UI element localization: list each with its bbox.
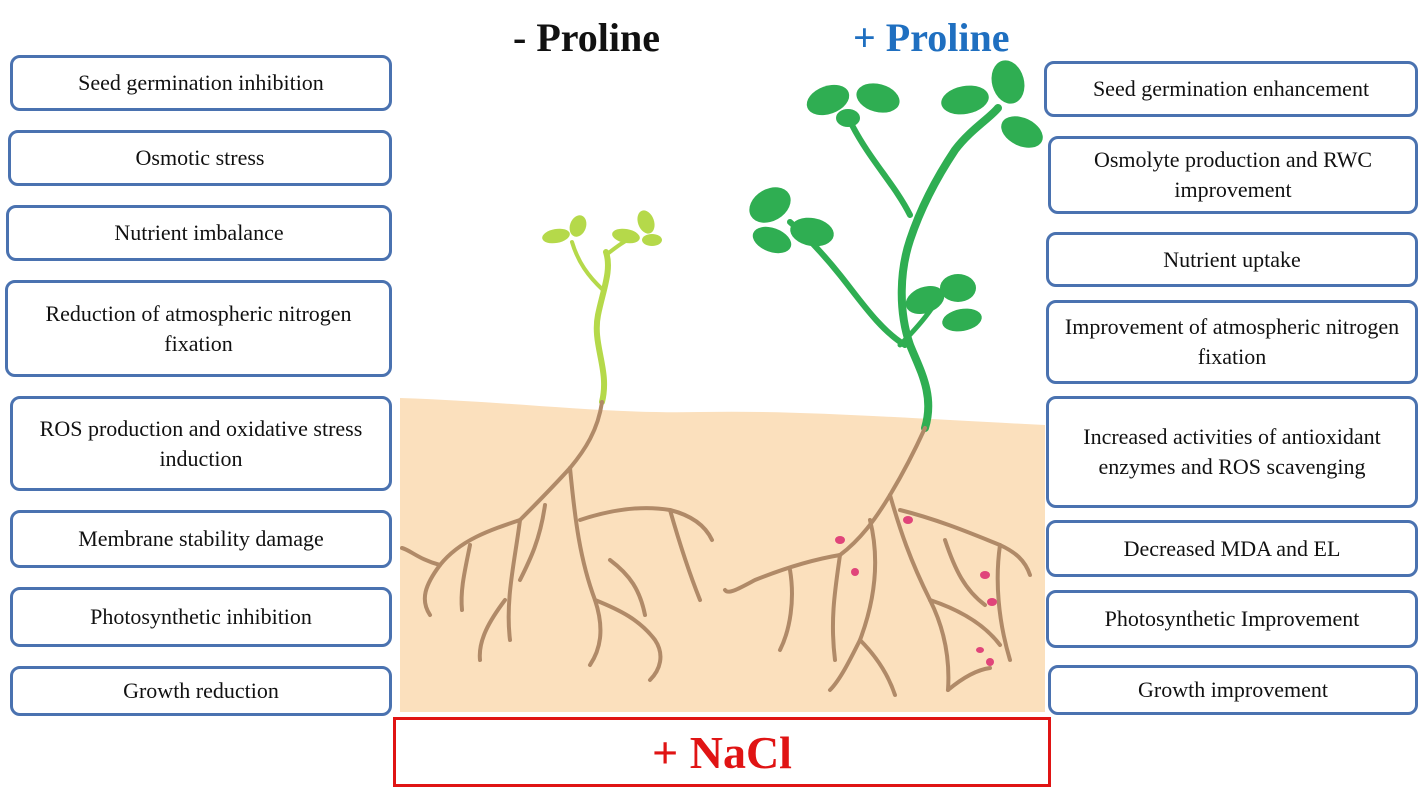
right-effect-box: Growth improvement bbox=[1048, 665, 1418, 715]
left-effect-box: ROS production and oxidative stress indu… bbox=[10, 396, 392, 491]
stressed-roots bbox=[400, 400, 714, 682]
left-effect-label: Photosynthetic inhibition bbox=[90, 604, 312, 629]
heading-with-proline: + Proline bbox=[853, 15, 1010, 60]
right-effect-label: Improvement of atmospheric nitrogen fixa… bbox=[1064, 314, 1400, 369]
right-effect-box: Improvement of atmospheric nitrogen fixa… bbox=[1046, 300, 1418, 384]
right-effect-label: Photosynthetic Improvement bbox=[1104, 606, 1360, 631]
nacl-condition-box: + NaCl bbox=[393, 717, 1051, 787]
right-effect-box: Photosynthetic Improvement bbox=[1046, 590, 1418, 648]
right-effect-label: Increased activities of antioxidant enzy… bbox=[1083, 424, 1381, 479]
right-effect-label: Osmolyte production and RWC improvement bbox=[1093, 147, 1373, 202]
right-effect-label: Decreased MDA and EL bbox=[1123, 535, 1341, 561]
right-effect-label: Growth improvement bbox=[1137, 677, 1329, 702]
left-effect-box: Nutrient imbalance bbox=[6, 205, 392, 261]
right-effect-box: Seed germination enhancement bbox=[1044, 61, 1418, 117]
left-effect-label: Seed germination inhibition bbox=[78, 70, 324, 95]
left-effect-box: Membrane stability damage bbox=[10, 510, 392, 568]
left-effect-label: Reduction of atmospheric nitrogen fixati… bbox=[45, 300, 352, 356]
nacl-condition-label: + NaCl bbox=[652, 726, 792, 778]
left-effect-label: Nutrient imbalance bbox=[114, 220, 284, 245]
right-effect-box: Osmolyte production and RWC improvement bbox=[1048, 136, 1418, 214]
left-effect-box: Seed germination inhibition bbox=[10, 55, 392, 111]
right-effect-box: Decreased MDA and EL bbox=[1046, 520, 1418, 577]
right-effect-label: Nutrient uptake bbox=[1163, 246, 1301, 272]
right-effect-label: Seed germination enhancement bbox=[1092, 76, 1370, 101]
left-effect-label: Osmotic stress bbox=[135, 145, 265, 170]
healthy-roots bbox=[723, 426, 1032, 697]
right-effect-box: Increased activities of antioxidant enzy… bbox=[1046, 396, 1418, 508]
left-effect-box: Reduction of atmospheric nitrogen fixati… bbox=[5, 280, 392, 377]
left-effect-box: Photosynthetic inhibition bbox=[10, 587, 392, 647]
left-effect-label: Membrane stability damage bbox=[78, 526, 324, 551]
left-effect-box: Osmotic stress bbox=[8, 130, 392, 186]
root-nodules bbox=[835, 516, 997, 666]
left-effect-label: Growth reduction bbox=[123, 678, 279, 703]
right-effect-box: Nutrient uptake bbox=[1046, 232, 1418, 287]
stressed-seedling bbox=[542, 210, 662, 405]
left-effect-box: Growth reduction bbox=[10, 666, 392, 716]
left-effect-label: ROS production and oxidative stress indu… bbox=[39, 415, 363, 471]
heading-without-proline: - Proline bbox=[513, 15, 661, 60]
healthy-seedling bbox=[749, 60, 1043, 432]
